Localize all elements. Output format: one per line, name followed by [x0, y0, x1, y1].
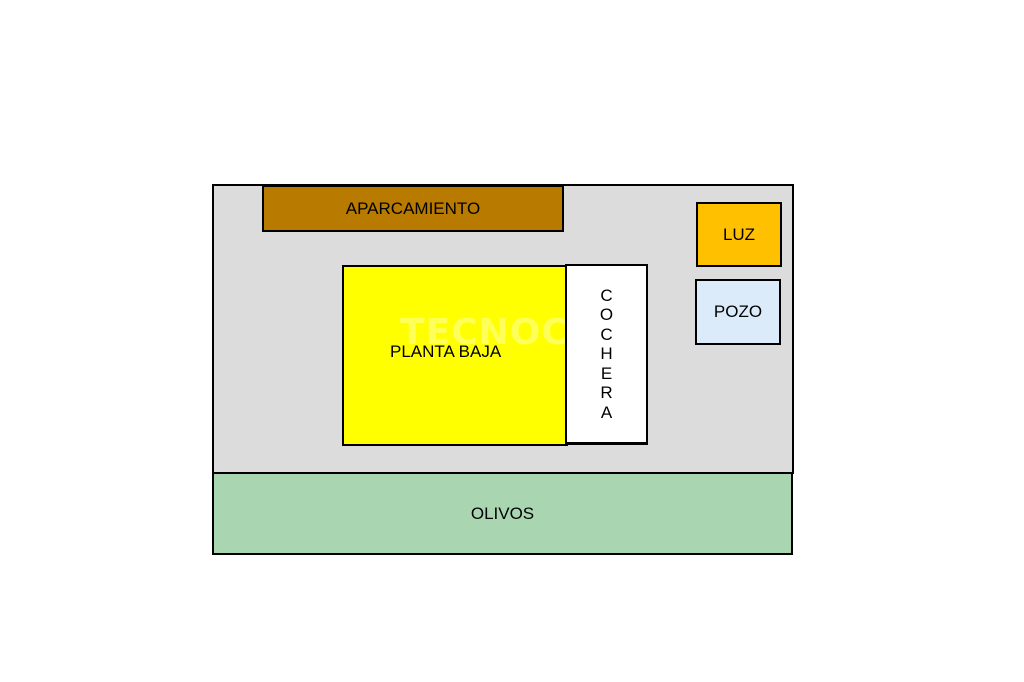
- well-zone: POZO: [695, 279, 781, 345]
- olives-zone: OLIVOS: [212, 472, 793, 555]
- garage-letter: E: [600, 363, 613, 383]
- garage-letter: H: [600, 344, 613, 364]
- garage-letter: C: [600, 324, 613, 344]
- garage-letter: R: [600, 383, 613, 403]
- parking-label: APARCAMIENTO: [345, 198, 481, 218]
- light-label: LUZ: [722, 224, 756, 244]
- olives-label: OLIVOS: [470, 503, 535, 523]
- garage-letter: A: [600, 402, 613, 422]
- garage-letter: C: [600, 285, 613, 305]
- garage-letter: O: [599, 305, 614, 325]
- ground-floor-label: PLANTA BAJA: [390, 342, 502, 361]
- parking-zone: APARCAMIENTO: [262, 185, 564, 232]
- well-label: POZO: [713, 302, 763, 321]
- light-zone: LUZ: [696, 202, 782, 267]
- ground-floor-zone: PLANTA BAJA: [342, 265, 568, 446]
